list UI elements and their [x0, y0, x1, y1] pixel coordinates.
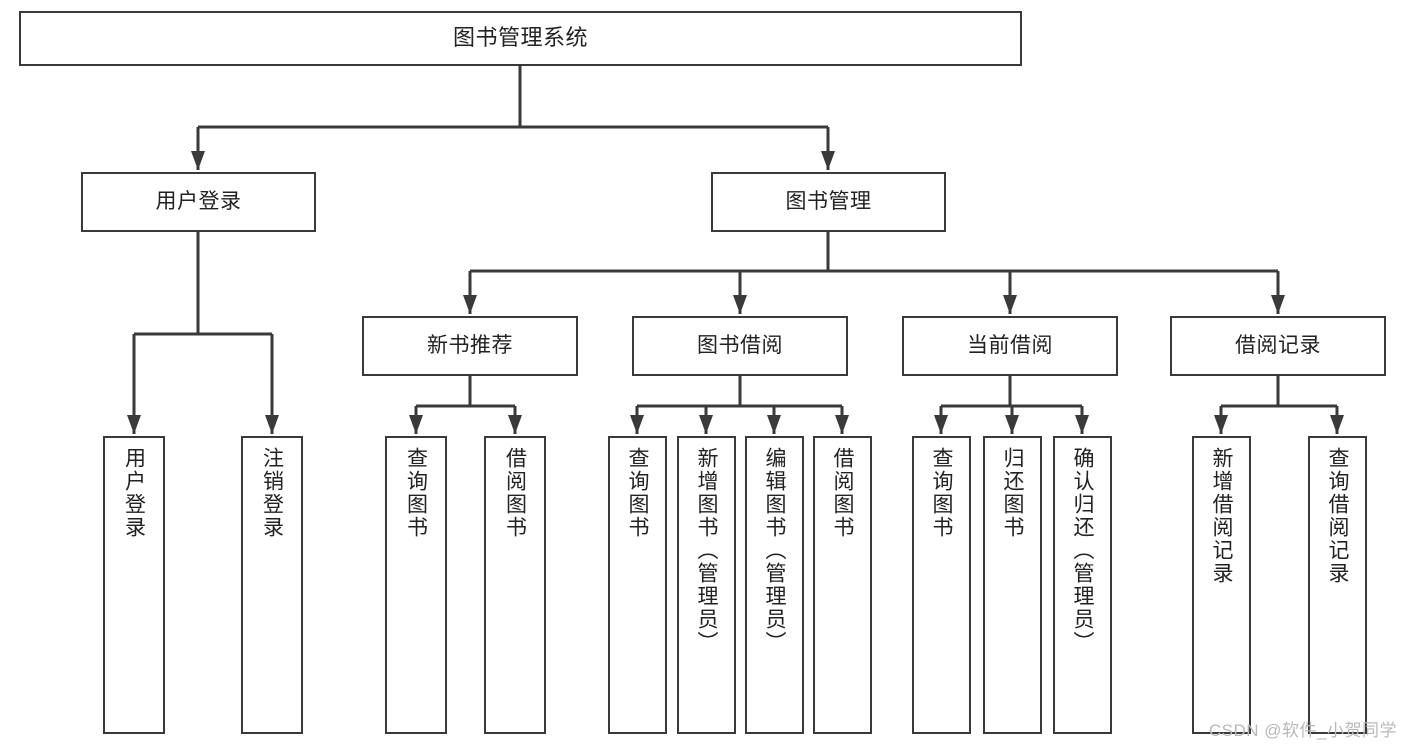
node-label: 编辑图书（管理员）: [763, 447, 786, 654]
node-label: 当前借阅: [967, 334, 1053, 358]
node-leaf-rec-query2[interactable]: 查询借阅记录: [1308, 436, 1367, 734]
node-label: 新增借阅记录: [1210, 447, 1233, 585]
node-new-book-rec[interactable]: 新书推荐: [362, 316, 578, 376]
node-label: 查询图书: [404, 447, 428, 539]
node-leaf-borrow-edit[interactable]: 编辑图书（管理员）: [745, 436, 804, 734]
node-root[interactable]: 图书管理系统: [19, 11, 1022, 66]
node-leaf-rec-add[interactable]: 新增借阅记录: [1192, 436, 1251, 734]
node-label: 图书借阅: [697, 334, 783, 358]
node-label: 归还图书: [1001, 447, 1024, 539]
node-label: 注销登录: [260, 447, 284, 539]
node-leaf-user-logout[interactable]: 注销登录: [241, 436, 303, 734]
node-leaf-borrow-query[interactable]: 查询图书: [608, 436, 667, 734]
node-label: 确认归还（管理员）: [1071, 447, 1094, 654]
node-leaf-cur-confirm[interactable]: 确认归还（管理员）: [1053, 436, 1112, 734]
node-user-login[interactable]: 用户登录: [81, 172, 316, 232]
node-label: 借阅图书: [503, 447, 527, 539]
node-label: 图书管理: [785, 190, 872, 214]
node-label: 图书管理系统: [452, 25, 588, 51]
node-book-manage[interactable]: 图书管理: [711, 172, 946, 232]
node-label: 借阅记录: [1235, 334, 1321, 358]
node-label: 查询图书: [626, 447, 649, 539]
node-current-borrow[interactable]: 当前借阅: [902, 316, 1118, 376]
node-label: 借阅图书: [831, 447, 854, 539]
node-leaf-rec-borrow[interactable]: 借阅图书: [484, 436, 546, 734]
node-borrow-record[interactable]: 借阅记录: [1170, 316, 1386, 376]
node-book-borrow[interactable]: 图书借阅: [632, 316, 848, 376]
watermark: CSDN @软件_小贺同学: [1208, 721, 1397, 740]
node-label: 新增图书（管理员）: [695, 447, 718, 654]
node-label: 用户登录: [122, 447, 146, 539]
node-leaf-cur-query[interactable]: 查询图书: [912, 436, 971, 734]
node-leaf-borrow-add[interactable]: 新增图书（管理员）: [677, 436, 736, 734]
node-label: 查询借阅记录: [1326, 447, 1349, 585]
node-label: 新书推荐: [427, 334, 513, 358]
node-leaf-cur-return[interactable]: 归还图书: [983, 436, 1042, 734]
node-label: 用户登录: [155, 190, 242, 214]
node-label: 查询图书: [930, 447, 953, 539]
node-leaf-rec-query[interactable]: 查询图书: [385, 436, 447, 734]
node-leaf-borrow-lend[interactable]: 借阅图书: [813, 436, 872, 734]
node-leaf-user-login[interactable]: 用户登录: [103, 436, 165, 734]
